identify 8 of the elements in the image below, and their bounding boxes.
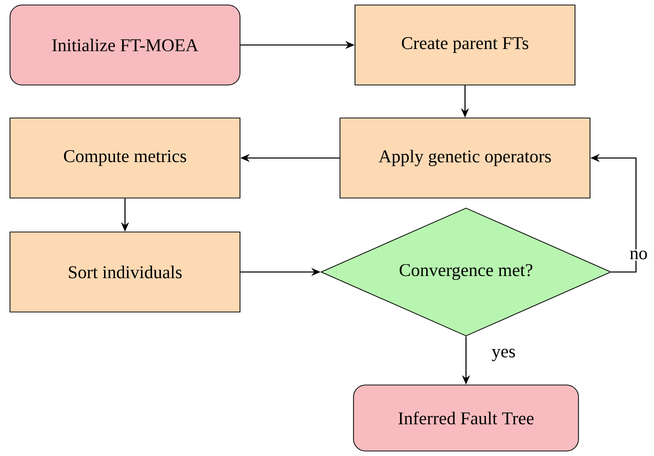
process-box: Create parent FTs (354, 4, 576, 86)
process-box: Compute metrics (10, 118, 240, 198)
terminal-box: Inferred Fault Tree (353, 384, 579, 452)
process-box: Sort individuals (10, 232, 240, 312)
process-box: Apply genetic operators (340, 118, 590, 198)
edge-label: no (628, 249, 649, 261)
edge-label: yes (490, 347, 517, 362)
terminal-box: Initialize FT-MOEA (10, 4, 240, 86)
